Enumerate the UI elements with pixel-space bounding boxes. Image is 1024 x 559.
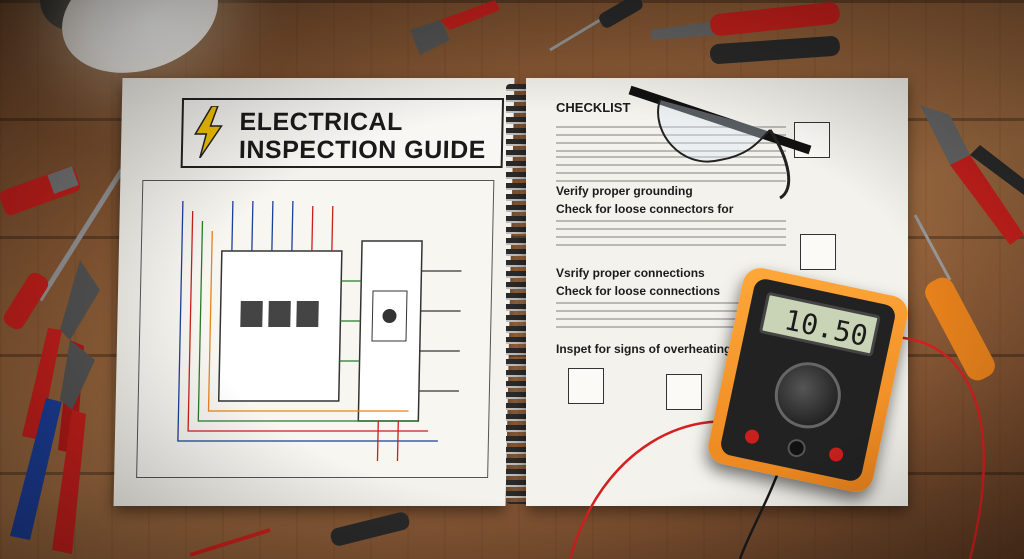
checklist-item: Verify proper grounding [556,184,693,198]
checklist-text-lines [556,220,786,246]
pliers-top-right-icon [650,2,840,64]
wire-stripper-icon [0,166,81,216]
checklist-item: Inspet for signs of overheating [556,342,732,356]
probe-screwdriver-icon [189,512,410,557]
tool-icon [800,234,836,270]
safety-glasses-icon [628,85,812,200]
probe-port-black [785,437,808,459]
multimeter-dial [768,356,847,435]
screwdriver-top-icon [549,0,643,52]
wiring-diagram [136,180,495,478]
pliers-right-icon [920,105,1024,245]
probe-port-red [743,428,761,445]
probe-port-red-2 [827,446,845,463]
wiring-schematic [177,201,462,461]
checklist-item: Check for loose connectors for [556,202,734,216]
multimeter-display: 10.50 [758,291,881,357]
guide-title-line1: ELECTRICAL [239,108,404,136]
hand-icon [568,368,604,404]
multimeter-face: 10.50 [718,276,898,484]
guide-title-line2: INSPECTION GUIDE [238,136,487,164]
checklist-title: CHECKLIST [556,100,631,115]
lightning-bolt-icon [194,106,223,158]
guide-title-box: ELECTRICAL INSPECTION GUIDE [180,98,505,168]
checklist-item: Check for loose connections [556,284,721,298]
screwdriver-right-icon [913,214,995,381]
glove-icon [666,374,702,410]
guide-page: ELECTRICAL INSPECTION GUIDE [113,78,515,506]
pliers-icon-blue [10,340,95,554]
inspector-icon [794,122,830,158]
screwdriver-icon [3,168,125,330]
checklist-item: Vsrify proper connections [556,266,705,280]
checklist-text-lines [556,156,786,182]
pliers-top-icon [410,0,500,55]
